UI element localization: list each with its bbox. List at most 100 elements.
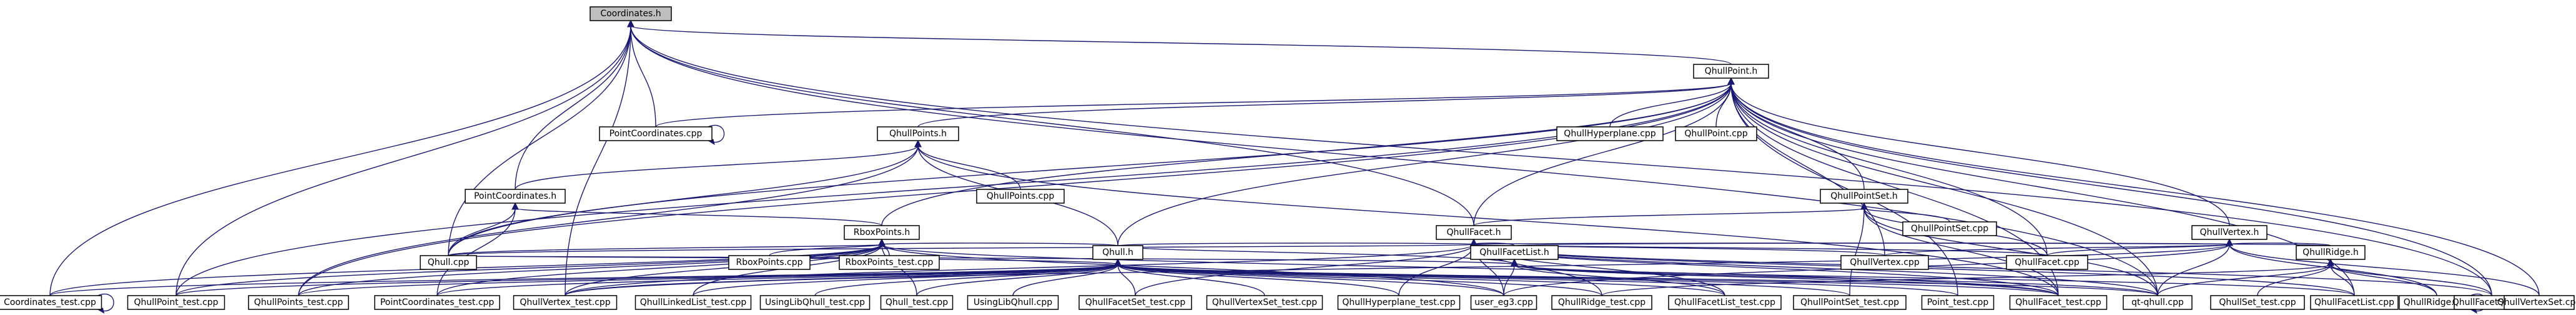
node-label: QhullFacet.h: [1446, 228, 1501, 238]
node-label: QhullPoints.cpp: [987, 191, 1055, 201]
node-label: QhullRidge.h: [2302, 248, 2359, 258]
edge-qhullfacet_h-to-qhull_h: [1117, 238, 1478, 246]
node-rboxpoints_test_cpp[interactable]: RboxPoints_test.cpp: [839, 255, 940, 270]
edge-qhull_h-to-qt_qhull_cpp: [1114, 258, 2158, 296]
edge-qhull_h-to-qhull_test_cpp: [916, 258, 1122, 296]
node-rboxpoints_h[interactable]: RboxPoints.h: [844, 225, 920, 240]
node-qhullhyperplane_cpp[interactable]: QhullHyperplane.cpp: [1556, 126, 1664, 141]
node-qhullpoints_h[interactable]: QhullPoints.h: [877, 126, 959, 141]
node-label: qt-qhull.cpp: [2131, 298, 2184, 308]
node-qhullset_test_cpp[interactable]: QhullSet_test.cpp: [2210, 295, 2305, 310]
node-qhulllinkedlist_test_cpp[interactable]: QhullLinkedList_test.cpp: [634, 295, 752, 310]
node-label: RboxPoints.h: [854, 228, 910, 238]
node-usinglibqhull_cpp[interactable]: UsingLibQhull.cpp: [967, 295, 1059, 310]
node-label: PointCoordinates.h: [474, 191, 556, 201]
node-label: QhullPointSet.cpp: [1911, 224, 1988, 234]
node-rboxpoints_cpp[interactable]: RboxPoints.cpp: [728, 255, 811, 270]
edge-qhullpoint_h-to-qhullvertex_cpp: [1727, 77, 1885, 256]
node-qhullvertex_cpp[interactable]: QhullVertex.cpp: [1840, 255, 1929, 270]
edge-qhullvertex_h-to-qt_qhull_cpp: [2157, 238, 2233, 296]
node-qhullfacetlist_cpp[interactable]: QhullFacetList.cpp: [2310, 295, 2399, 310]
node-label: PointCoordinates.cpp: [609, 129, 703, 139]
node-usinglibqhull_test_cpp[interactable]: UsingLibQhull_test.cpp: [759, 295, 871, 310]
node-qhullvertexset_test_cpp[interactable]: QhullVertexSet_test.cpp: [1206, 295, 1323, 310]
node-qhullhyperplane_test_cpp[interactable]: QhullHyperplane_test.cpp: [1337, 295, 1461, 310]
node-label: QhullPointSet_test.cpp: [1800, 298, 1899, 308]
node-qhull_test_cpp[interactable]: Qhull_test.cpp: [880, 295, 954, 310]
node-qhullpoints_cpp[interactable]: QhullPoints.cpp: [976, 189, 1065, 204]
node-qhullpoint_cpp[interactable]: QhullPoint.cpp: [1675, 126, 1757, 141]
node-label: QhullVertex_test.cpp: [520, 298, 610, 308]
node-qhull_cpp[interactable]: Qhull.cpp: [420, 255, 477, 270]
node-label: Coordinates.h: [600, 9, 661, 19]
node-label: UsingLibQhull_test.cpp: [765, 298, 865, 308]
node-qhullridge_h[interactable]: QhullRidge.h: [2296, 245, 2366, 260]
node-pointcoordinates_cpp[interactable]: PointCoordinates.cpp: [599, 126, 713, 141]
edge-qhullpoint_h-to-qhull_cpp: [448, 77, 1735, 256]
node-user_eg3_cpp[interactable]: user_eg3.cpp: [1470, 295, 1537, 310]
node-qhullpoint_h[interactable]: QhullPoint.h: [1693, 64, 1769, 79]
graph-edges: [49, 19, 2540, 314]
node-label: QhullFacetSet_test.cpp: [1085, 298, 1186, 308]
node-coordinates_test_cpp[interactable]: Coordinates_test.cpp: [0, 295, 102, 310]
edge-qhullpointset_h-to-qhullfacet_h: [1473, 202, 1868, 226]
node-label: PointCoordinates_test.cpp: [380, 298, 495, 308]
node-label: RboxPoints_test.cpp: [846, 258, 934, 268]
edge-coordinates_h-to-qhullfacetset_cpp: [627, 19, 2492, 296]
edge-qhull_h-to-qhullhyperplane_test_cpp: [1114, 258, 1399, 296]
node-qhullpointset_h[interactable]: QhullPointSet.h: [1820, 189, 1908, 204]
node-point_test_cpp[interactable]: Point_test.cpp: [1921, 295, 1995, 310]
node-pointcoordinates_h[interactable]: PointCoordinates.h: [465, 189, 566, 204]
edge-qhullpoints_h-to-pointcoordinates_h: [515, 139, 922, 190]
node-qhullpoints_test_cpp[interactable]: QhullPoints_test.cpp: [248, 295, 349, 310]
edge-coordinates_h-to-qhullpoint_test_cpp: [175, 19, 634, 296]
node-qhullvertex_h[interactable]: QhullVertex.h: [2191, 225, 2268, 240]
edge-qhullvertex_h-to-qhullvertex_test_cpp: [565, 238, 2233, 296]
edge-rboxpoints_h-to-qhull_cpp: [448, 238, 886, 256]
edge-qhullpoint_h-to-qhullpoints_test_cpp: [298, 77, 1735, 296]
node-label: QhullPoint_test.cpp: [134, 298, 218, 308]
node-label: Qhull.cpp: [428, 258, 470, 268]
node-qt_qhull_cpp[interactable]: qt-qhull.cpp: [2123, 295, 2193, 310]
edge-coordinates_h-to-pointcoordinates_h: [515, 19, 634, 190]
node-label: QhullFacetList.cpp: [2314, 298, 2394, 308]
node-qhullfacet_test_cpp[interactable]: QhullFacet_test.cpp: [2009, 295, 2108, 310]
node-pointcoordinates_test_cpp[interactable]: PointCoordinates_test.cpp: [374, 295, 500, 310]
edge-qhullpoint_h-to-qhullvertexset_cpp: [1727, 77, 2540, 296]
edge-qhullvertex_h-to-qhullfacetlist_h: [1514, 238, 2233, 246]
edge-coordinates_h-to-coordinates_test_cpp: [49, 19, 634, 296]
edge-qhullpointset_h-to-qt_qhull_cpp: [1860, 202, 2158, 296]
node-qhullfacet_h[interactable]: QhullFacet.h: [1436, 225, 1512, 240]
node-label: QhullRidge_test.cpp: [1558, 298, 1646, 308]
node-qhullridge_test_cpp[interactable]: QhullRidge_test.cpp: [1551, 295, 1652, 310]
node-qhullpointset_test_cpp[interactable]: QhullPointSet_test.cpp: [1793, 295, 1907, 310]
edge-coordinates_h-to-qhullpoint_h: [627, 19, 1732, 65]
node-qhullfacetset_test_cpp[interactable]: QhullFacetSet_test.cpp: [1078, 295, 1192, 310]
edge-qhullpoints_h-to-qhullpoints_cpp: [914, 139, 1021, 190]
node-coordinates_h[interactable]: Coordinates.h: [590, 6, 672, 21]
node-qhullvertexset_cpp[interactable]: QhullVertexSet.cpp: [2497, 295, 2576, 310]
edge-qhullridge_h-to-qt_qhull_cpp: [2157, 258, 2334, 296]
edge-qhullpoints_h-to-qhullfacet_test_cpp: [914, 139, 2059, 296]
edge-qhullpoint_h-to-qhullfacet_h: [1473, 77, 1735, 226]
node-label: Coordinates_test.cpp: [4, 298, 96, 308]
edge-rboxpoints_h-to-rboxpoints_cpp: [769, 238, 886, 256]
edge-qhullpoint_h-to-qhull_h: [1117, 77, 1735, 246]
node-label: UsingLibQhull.cpp: [974, 298, 1052, 308]
node-qhullfacetlist_h[interactable]: QhullFacetList.h: [1470, 245, 1559, 260]
node-label: QhullVertexSet.cpp: [2497, 298, 2576, 308]
node-label: QhullLinkedList_test.cpp: [640, 298, 747, 308]
node-qhullfacetlist_test_cpp[interactable]: QhullFacetList_test.cpp: [1668, 295, 1782, 310]
node-qhullfacet_cpp[interactable]: QhullFacet.cpp: [2006, 255, 2088, 270]
edge-qhullpoints_h-to-qhullpoints_test_cpp: [298, 139, 922, 296]
edge-pointcoordinates_h-to-rboxpoints_h: [511, 202, 882, 226]
edge-qhullvertex_h-to-qhullvertex_cpp: [1884, 238, 2233, 256]
node-qhull_h[interactable]: Qhull.h: [1092, 245, 1143, 260]
node-qhullpointset_cpp[interactable]: QhullPointSet.cpp: [1902, 221, 1997, 236]
graph-nodes: Coordinates.hQhullPoint.hPointCoordinate…: [0, 6, 2576, 310]
node-label: QhullVertex.h: [2200, 228, 2259, 238]
edge-qhullpoint_h-to-qhullfacet_cpp: [1727, 77, 2048, 256]
node-qhullvertex_test_cpp[interactable]: QhullVertex_test.cpp: [513, 295, 618, 310]
node-qhullpoint_test_cpp[interactable]: QhullPoint_test.cpp: [127, 295, 225, 310]
